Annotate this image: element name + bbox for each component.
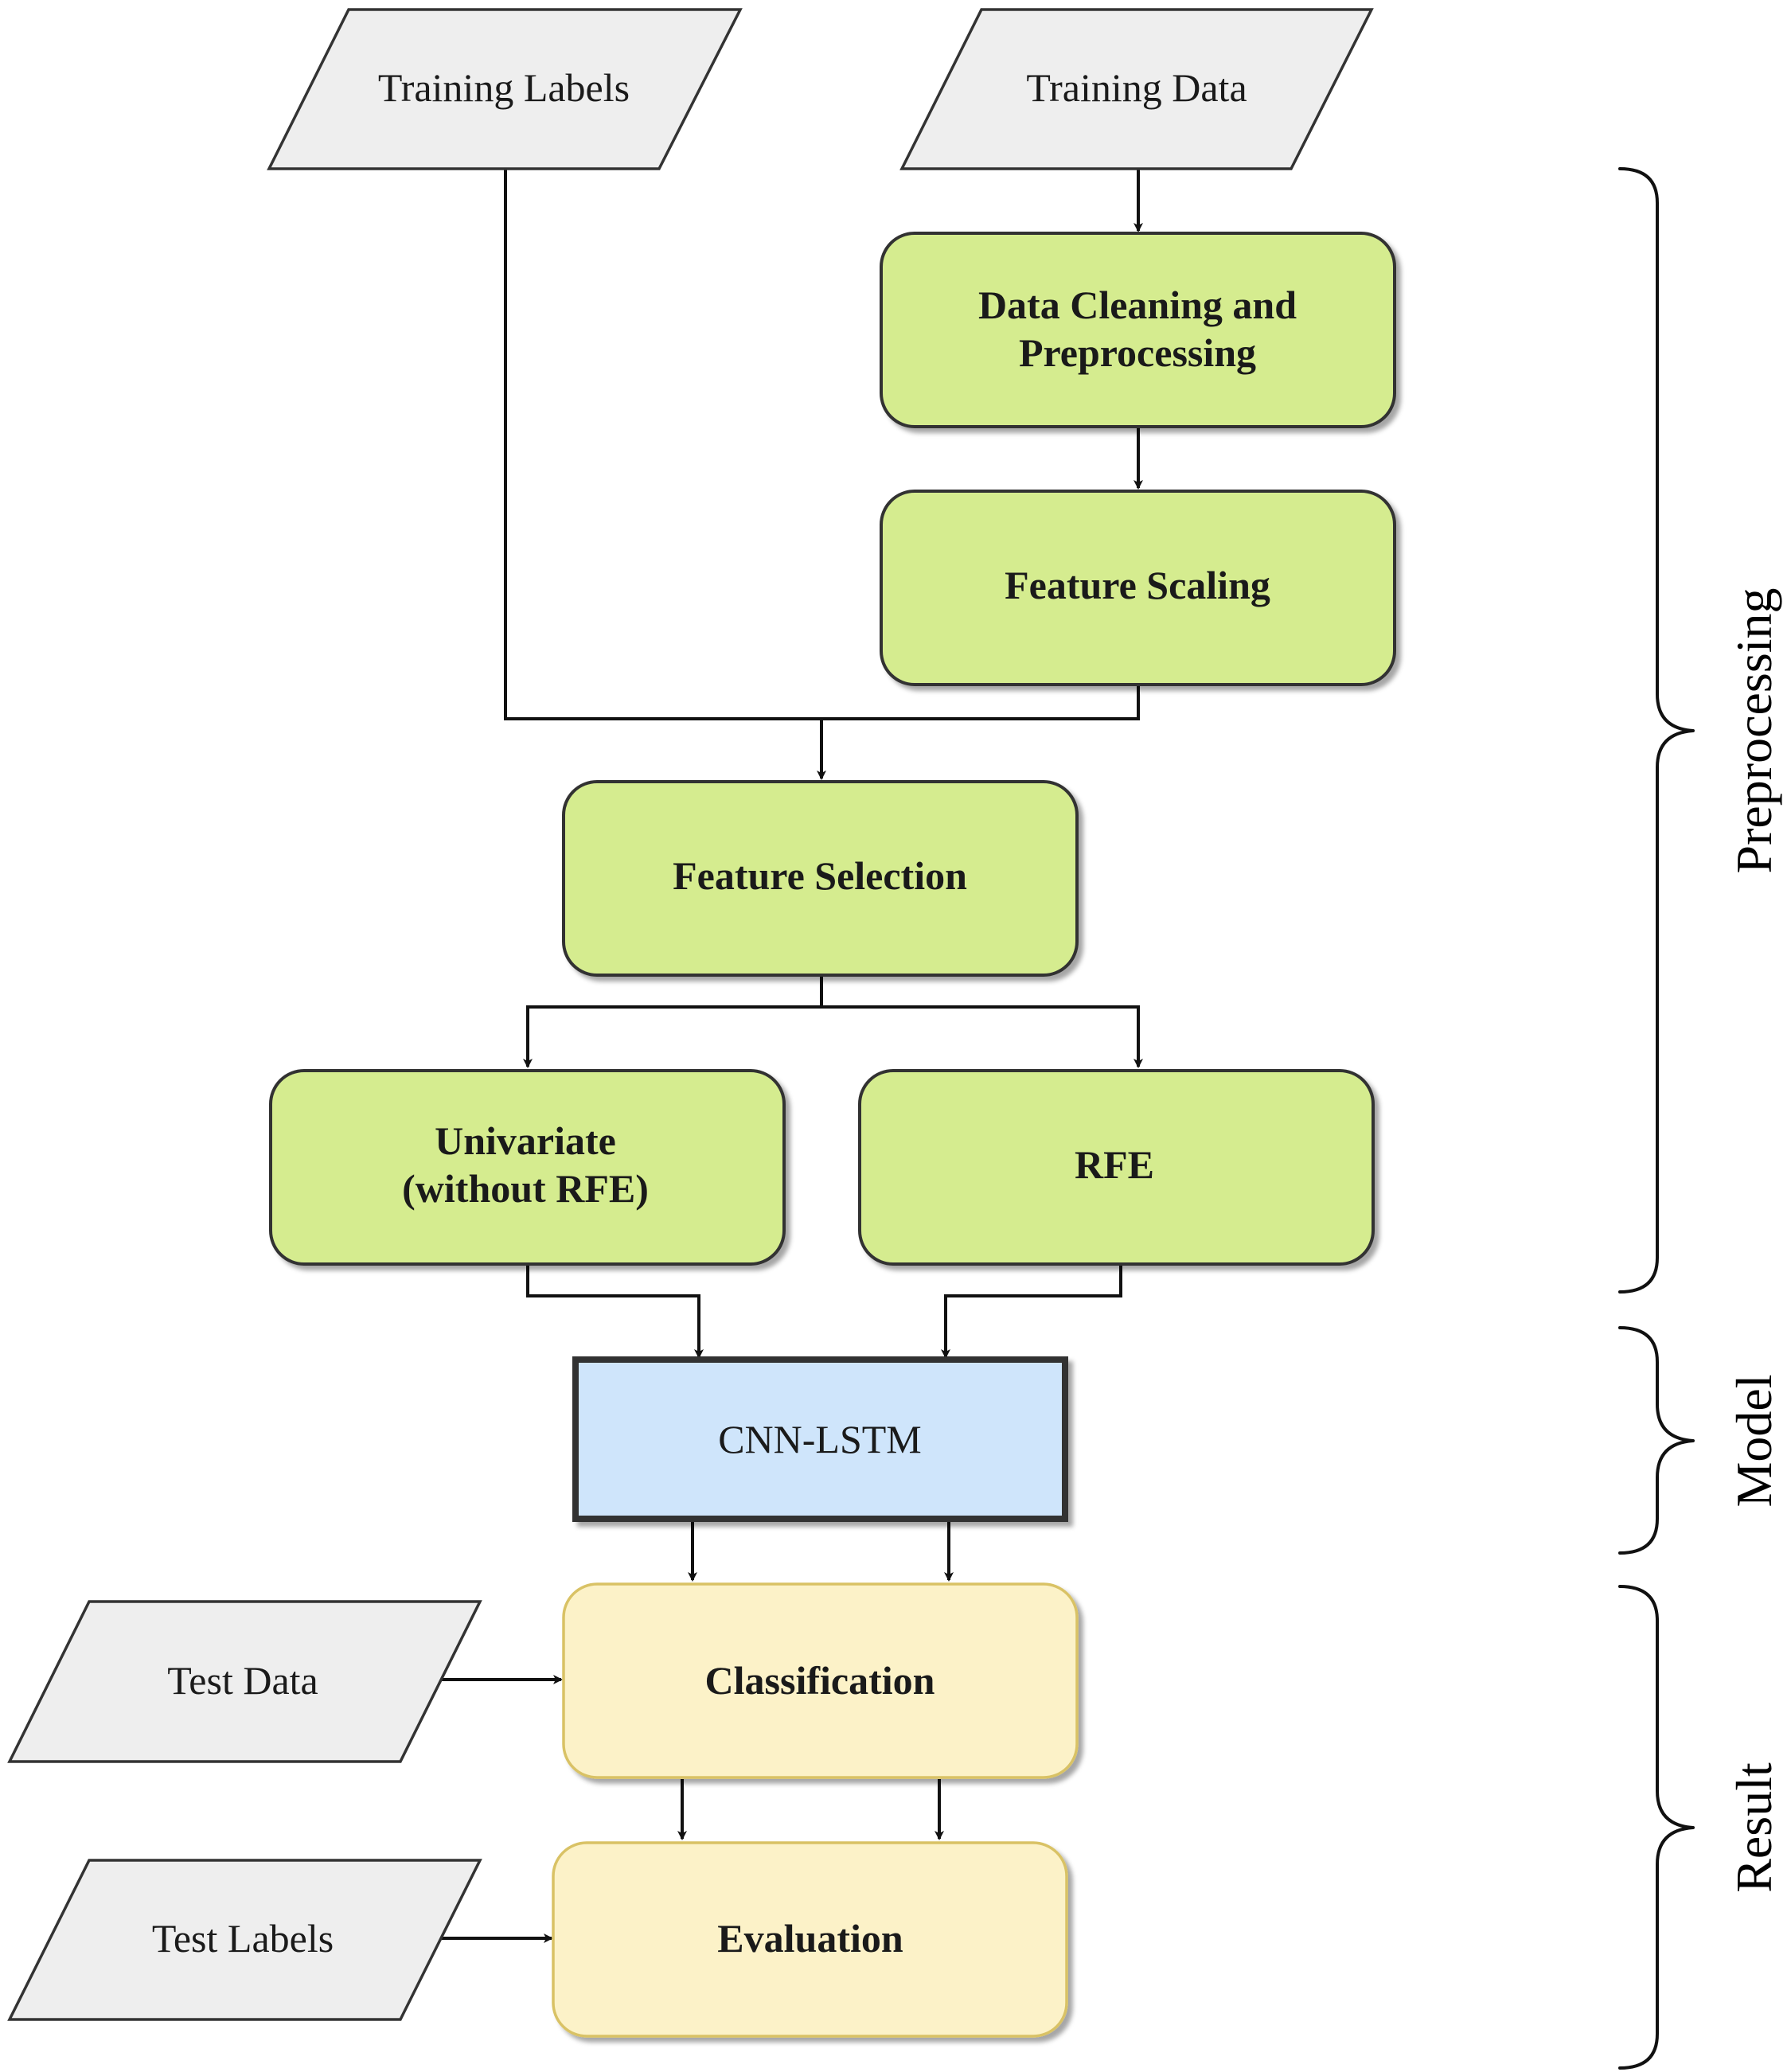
feature-scaling-label: Feature Scaling — [1005, 563, 1270, 607]
cnn-lstm-node: CNN-LSTM — [572, 1356, 1068, 1522]
result-brace — [1618, 1585, 1695, 2070]
training-data-label: Training Data — [1026, 65, 1247, 110]
data-cleaning-node: Data Cleaning and Preprocessing — [880, 232, 1396, 428]
edge-selection-to-univariate — [523, 975, 823, 1068]
model-phase: Model — [1618, 1326, 1782, 1555]
preprocessing-label: Preprocessing — [1726, 587, 1782, 873]
rfe-label: RFE — [1075, 1142, 1154, 1187]
evaluation-label: Evaluation — [717, 1916, 903, 1961]
data-cleaning-label-line-1: Data Cleaning and — [978, 283, 1297, 327]
feature-selection-node: Feature Selection — [562, 780, 1079, 977]
test-labels-node: Test Labels — [7, 1859, 482, 2021]
edge-univariate-to-cnn-lstm — [526, 1264, 704, 1359]
test-data-node: Test Data — [7, 1600, 482, 1763]
edge-selection-to-rfe — [821, 1005, 1143, 1068]
preprocessing-brace — [1618, 167, 1695, 1294]
result-phase: Result — [1618, 1585, 1782, 2070]
connectors — [438, 169, 1143, 1943]
model-brace — [1618, 1326, 1695, 1555]
test-data-label: Test Data — [167, 1658, 318, 1703]
edge-training-labels-to-junction — [504, 169, 821, 720]
test-labels-label: Test Labels — [152, 1916, 334, 1961]
data-cleaning-label-line-2: Preprocessing — [1019, 330, 1256, 375]
feature-scaling-node: Feature Scaling — [880, 490, 1396, 686]
edge-scaling-to-junction — [821, 685, 1140, 720]
evaluation-node: Evaluation — [552, 1841, 1068, 2038]
univariate-label-line-2: (without RFE) — [402, 1166, 649, 1211]
model-label: Model — [1726, 1374, 1782, 1507]
classification-label: Classification — [705, 1658, 935, 1703]
training-data-node: Training Data — [899, 8, 1374, 170]
training-labels-label: Training Labels — [378, 65, 630, 110]
cnn-lstm-label: CNN-LSTM — [718, 1417, 922, 1461]
univariate-node: Univariate (without RFE) — [269, 1069, 786, 1266]
result-label: Result — [1726, 1762, 1782, 1893]
preprocessing-phase: Preprocessing — [1618, 167, 1782, 1294]
classification-node: Classification — [562, 1582, 1079, 1779]
univariate-label-line-1: Univariate — [435, 1118, 616, 1163]
training-labels-node: Training Labels — [267, 8, 743, 170]
feature-selection-label: Feature Selection — [673, 853, 967, 898]
rfe-node: RFE — [858, 1069, 1375, 1266]
edge-rfe-to-cnn-lstm — [941, 1264, 1122, 1359]
